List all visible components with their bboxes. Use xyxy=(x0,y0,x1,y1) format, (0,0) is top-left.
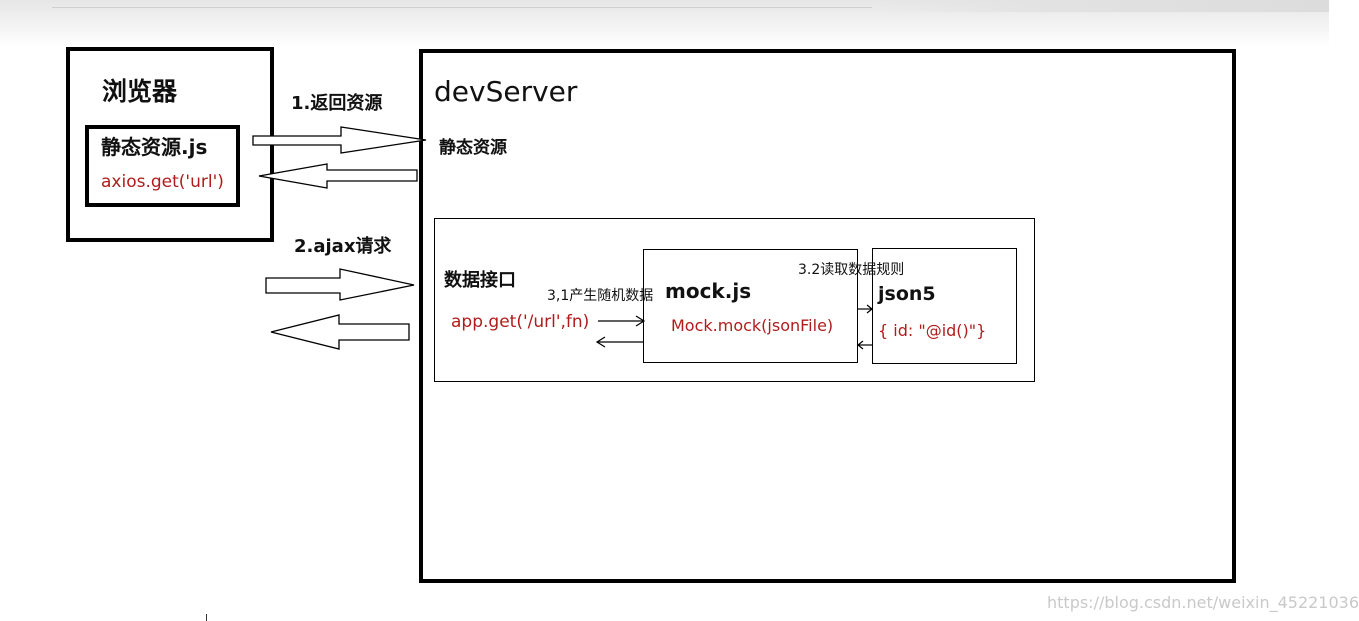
text-cursor xyxy=(206,614,207,621)
api-code: app.get('/url',fn) xyxy=(451,312,590,332)
devserver-box xyxy=(419,49,1236,583)
arrow-ajax-request-right xyxy=(265,268,415,301)
api-label: 数据接口 xyxy=(444,270,516,291)
top-faded-header xyxy=(880,0,1329,12)
axios-code: axios.get('url') xyxy=(101,172,224,192)
devserver-static-label: 静态资源 xyxy=(439,138,507,158)
json5-code: { id: "@id()"} xyxy=(878,321,987,340)
arrow-mock-to-api xyxy=(595,336,643,348)
arrow-label-return-resource: 1.返回资源 xyxy=(291,93,383,114)
mock-code: Mock.mock(jsonFile) xyxy=(671,316,834,335)
arrow-ajax-response-left xyxy=(270,314,410,350)
arrow-mock-to-json5 xyxy=(858,304,873,314)
top-divider-line xyxy=(52,7,872,8)
json5-title: json5 xyxy=(878,283,936,305)
watermark: https://blog.csdn.net/weixin_45221036 xyxy=(1047,593,1359,612)
arrow-json5-to-mock xyxy=(857,340,872,350)
api-box xyxy=(434,218,1035,382)
mock-box xyxy=(643,249,858,363)
static-resource-title: 静态资源.js xyxy=(101,135,208,159)
arrow-return-resource-right xyxy=(252,126,427,154)
top-toolbar-strip xyxy=(0,0,1329,46)
json5-box xyxy=(872,248,1017,364)
arrow-label-read-rules: 3.2读取数据规则 xyxy=(798,262,905,278)
arrow-return-resource-left xyxy=(258,163,418,189)
static-resource-box xyxy=(85,125,240,207)
arrows-layer xyxy=(252,126,873,350)
browser-title: 浏览器 xyxy=(102,77,178,106)
devserver-title: devServer xyxy=(434,75,578,108)
arrow-label-ajax-request: 2.ajax请求 xyxy=(294,236,392,257)
arrow-api-to-mock xyxy=(598,315,646,327)
mock-title: mock.js xyxy=(665,279,752,303)
arrow-label-generate-data: 3,1产生随机数据 xyxy=(547,288,654,304)
